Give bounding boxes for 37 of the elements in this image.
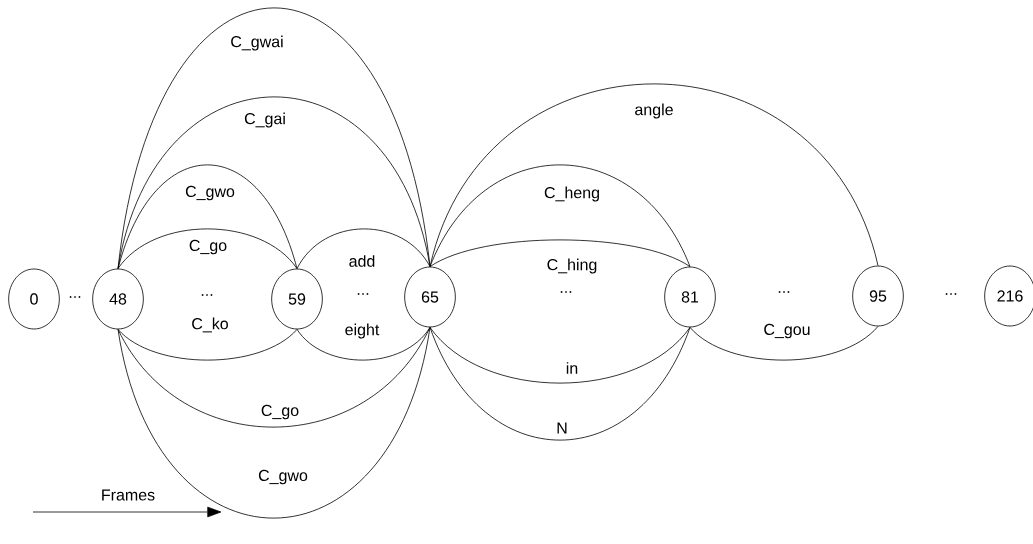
edge-label: C_heng xyxy=(544,186,599,202)
edge-label: N xyxy=(557,422,567,434)
arc xyxy=(117,329,298,361)
arc xyxy=(117,96,431,269)
edge-label: C_go xyxy=(261,404,299,420)
arc xyxy=(689,326,879,361)
arc xyxy=(117,228,298,269)
arc xyxy=(296,228,431,269)
arc xyxy=(429,164,691,267)
ellipsis: ... xyxy=(778,291,790,293)
edge-label: C_go xyxy=(189,239,227,255)
edge-label: C_gwo xyxy=(185,185,235,201)
edge-label: C_ko xyxy=(192,317,228,333)
edge-label: C_gai xyxy=(244,112,285,128)
ellipsis: ... xyxy=(357,293,369,295)
edge-label: in xyxy=(566,362,578,374)
edge-label: add xyxy=(349,255,375,267)
arc xyxy=(117,327,431,519)
ellipsis: ... xyxy=(201,294,213,296)
edge-label: C_hing xyxy=(547,258,597,274)
arc xyxy=(429,239,691,267)
arc xyxy=(117,327,431,428)
arc xyxy=(429,327,691,441)
ellipsis: ... xyxy=(69,296,81,298)
ellipsis: ... xyxy=(560,291,572,293)
arc xyxy=(429,83,879,267)
arc xyxy=(429,327,691,384)
edge-label: C_gou xyxy=(764,323,810,339)
edge-label: C_gwo xyxy=(258,469,308,485)
ellipsis: ... xyxy=(945,293,957,295)
edge-label: C_gwai xyxy=(231,35,283,51)
arc xyxy=(117,164,298,269)
frames-label: Frames xyxy=(102,489,155,501)
edge-label: angle xyxy=(635,103,673,119)
arc xyxy=(117,7,431,269)
edge-label: eight xyxy=(345,323,380,339)
arc xyxy=(296,327,431,361)
